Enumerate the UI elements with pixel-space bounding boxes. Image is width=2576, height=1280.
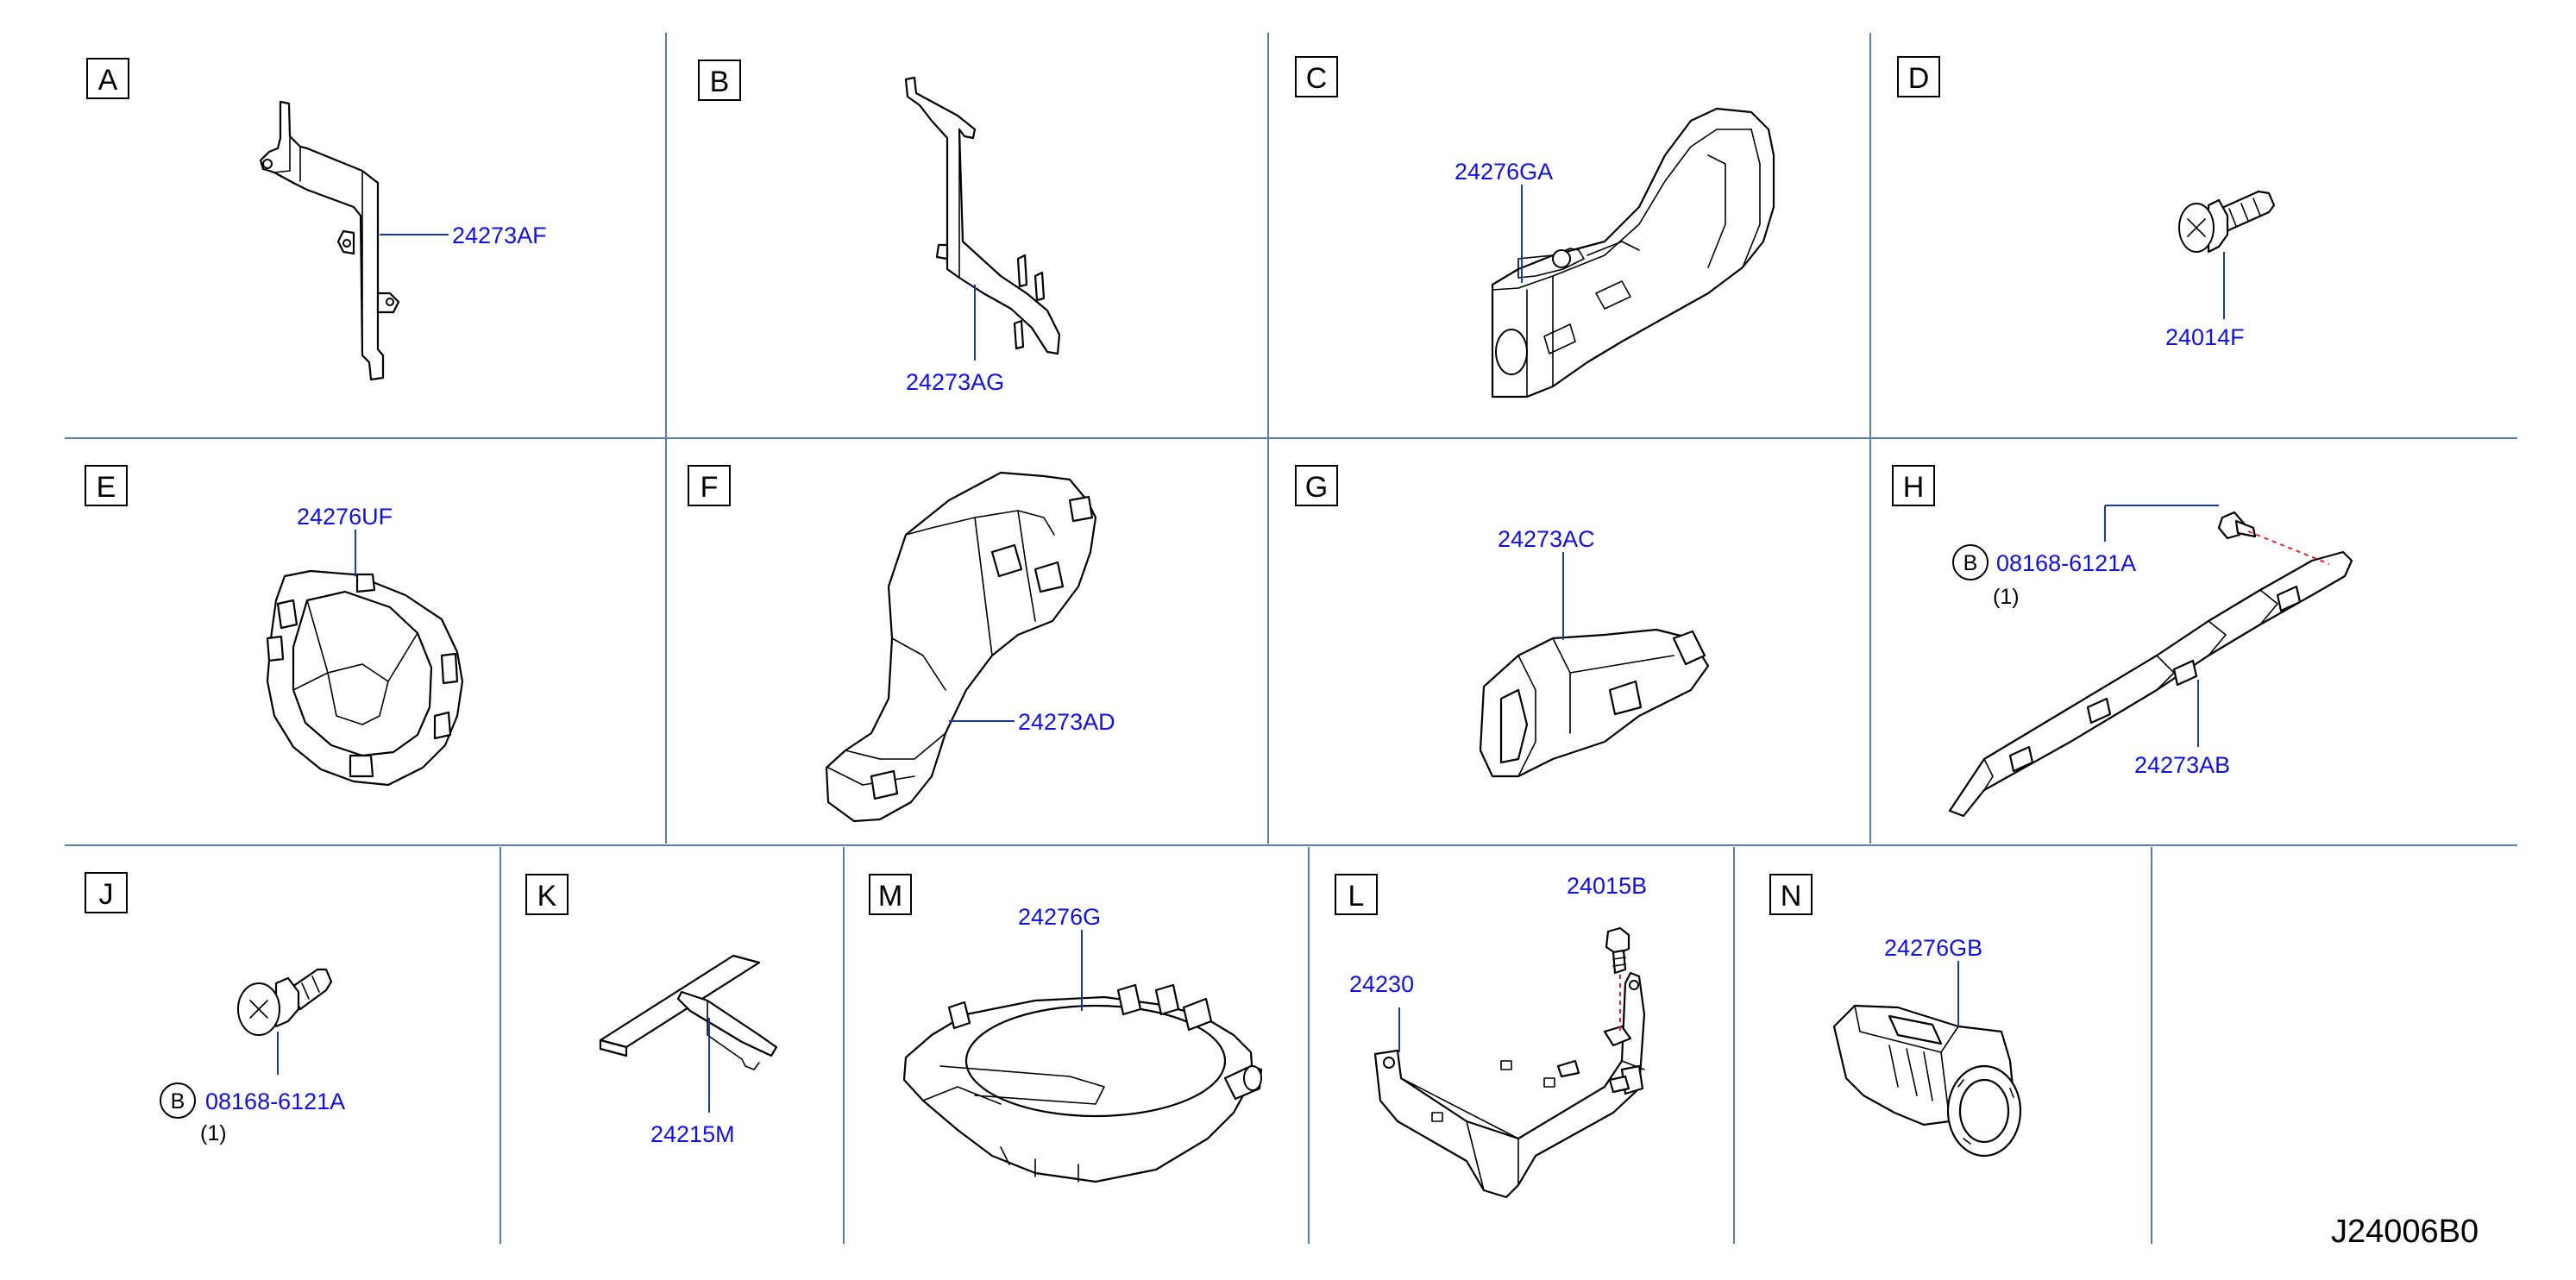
panel-k: K 24215M xyxy=(525,874,778,1147)
part-number-label: 08168-6121A xyxy=(205,1089,345,1114)
bolt-part-number-label: 24015B xyxy=(1567,873,1647,899)
panel-c: C 24276GA xyxy=(1295,56,1775,398)
duct-24276ga-drawing xyxy=(1491,107,1775,398)
panel-g: G 24273AC xyxy=(1295,465,1710,778)
panel-letter: A xyxy=(98,64,118,97)
panel-a: A 24273AF xyxy=(86,58,547,381)
part-number-label: 24273AF xyxy=(452,223,547,248)
bracket-24230-drawing xyxy=(1373,971,1646,1199)
part-number-label: 24273AD xyxy=(1018,709,1115,735)
panel-e: E 24276UF xyxy=(85,465,464,787)
panel-letter: H xyxy=(1903,471,1925,504)
panel-letter: J xyxy=(99,878,114,911)
panel-n: N 24276GB xyxy=(1769,874,2022,1158)
panel-letter: B xyxy=(710,66,730,98)
panel-l: L 24230 24015B xyxy=(1335,873,1647,1199)
duct-24273ab-drawing xyxy=(1948,511,2353,818)
part-number-label: 24276GB xyxy=(1884,935,1982,961)
part-number-label: 24273AC xyxy=(1498,526,1595,552)
holder-24276uf-drawing xyxy=(266,569,464,787)
panel-grid xyxy=(65,33,2517,1244)
panel-f: F 24273AD xyxy=(688,465,1115,823)
bolt-24014f-drawing xyxy=(2178,190,2276,254)
panel-letter: L xyxy=(1348,880,1365,913)
bracket-24215m-drawing xyxy=(599,954,778,1070)
panel-b: B 24273AG xyxy=(698,60,1061,395)
panel-d: D 24014F xyxy=(1897,56,2276,350)
bracket-24273af-drawing xyxy=(259,100,400,381)
bolt-part-number-label: 08168-6121A xyxy=(1996,550,2136,576)
part-number-label: 24276GA xyxy=(1454,159,1553,185)
bolt-24015b-drawing xyxy=(1605,926,1630,975)
panel-letter: K xyxy=(537,880,557,913)
bolt-quantity: (1) xyxy=(200,1121,227,1145)
housing-24276g-drawing xyxy=(902,983,1263,1183)
panel-h: H 24273AB B 08168-6121A (1) xyxy=(1892,465,2353,818)
panel-letter: N xyxy=(1781,880,1802,913)
panel-letter: E xyxy=(97,471,116,504)
panel-letter: D xyxy=(1908,62,1930,95)
panel-letter: G xyxy=(1305,471,1328,504)
panel-letter: F xyxy=(701,471,719,504)
part-number-label: 24014F xyxy=(2165,324,2245,350)
panel-letter: M xyxy=(878,880,902,913)
panel-j: J B 08168-6121A (1) xyxy=(85,872,345,1145)
part-number-label: 24273AB xyxy=(2134,752,2230,778)
diagram-code: J24006B0 xyxy=(2331,1214,2479,1250)
bolt-prefix-badge: B xyxy=(171,1089,185,1114)
part-number-label: 24273AG xyxy=(906,369,1004,395)
part-number-label: 24276G xyxy=(1018,904,1101,930)
bolt-prefix-badge: B xyxy=(1963,551,1978,575)
bolt-08168-6121a-drawing xyxy=(237,968,333,1036)
part-number-label: 24215M xyxy=(650,1121,735,1147)
bracket-24273ag-drawing xyxy=(904,76,1061,355)
duct-24273ad-drawing xyxy=(825,471,1097,823)
part-number-label: 24230 xyxy=(1349,971,1414,997)
bolt-quantity: (1) xyxy=(1993,585,2020,609)
duct-24273ac-drawing xyxy=(1479,628,1710,778)
panel-letter: C xyxy=(1306,62,1328,95)
part-number-label: 24276UF xyxy=(297,504,393,530)
panel-m: M 24276G xyxy=(869,874,1263,1183)
housing-24276gb-drawing xyxy=(1832,1004,2022,1158)
